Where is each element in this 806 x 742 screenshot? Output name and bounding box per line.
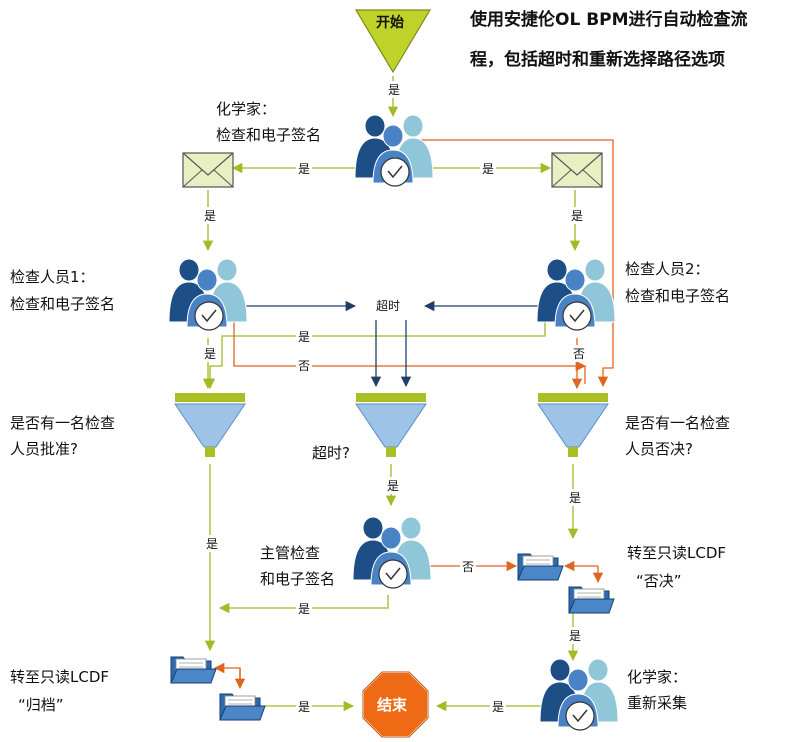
edge-label-yes: 是	[567, 489, 584, 506]
reject-result-l1: 转至只读LCDF	[627, 544, 727, 562]
edge-chemist-to-funnel-rejected	[412, 139, 614, 388]
supervisor-role: 主管检查	[260, 544, 321, 562]
folder-archive-bottom-icon	[219, 693, 266, 721]
folder-reject-bottom-icon	[568, 586, 615, 614]
envelope-right-icon	[551, 152, 603, 188]
end-node	[362, 671, 429, 738]
edge-label-yes: 是	[296, 328, 313, 345]
folder-reject-top-icon	[517, 553, 564, 581]
envelope-left-icon	[182, 152, 234, 188]
reject-result-l2: “否决”	[636, 572, 682, 590]
edge-archive-loop	[213, 662, 241, 680]
start-label: 开始	[376, 15, 404, 31]
edge-label-yes: 是	[386, 81, 403, 98]
decision-approved-l2: 人员批准?	[10, 440, 78, 458]
funnel-timeout-icon	[355, 392, 427, 458]
edge-label-yes: 是	[296, 160, 313, 177]
diagram-title-line1: 使用安捷伦OL BPM进行自动检查流	[470, 10, 748, 30]
edge-label-yes: 是	[385, 477, 402, 494]
edge-label-yes: 是	[296, 698, 313, 715]
reviewer1-role: 检查人员1：	[10, 268, 95, 286]
edge-label-no: 否	[571, 345, 588, 362]
decision-rejected-l1: 是否有一名检查	[625, 414, 731, 432]
edge-label-timeout: 超时	[374, 297, 403, 314]
decision-rejected-l2: 人员否决?	[625, 440, 693, 458]
end-label: 结束	[377, 696, 408, 714]
funnel-approved-icon	[174, 392, 246, 458]
start-node	[354, 9, 432, 74]
chemist-bottom-role: 化学家：	[627, 668, 688, 686]
chemist-bottom-task: 重新采集	[627, 694, 688, 712]
edge-supervisor-yes	[218, 595, 389, 614]
archive-result-l2: “归档”	[18, 696, 64, 714]
edge-label-yes: 是	[480, 160, 497, 177]
edge-reviewer1-no	[233, 320, 587, 372]
edge-label-yes: 是	[569, 207, 586, 224]
chemist-top-role: 化学家：	[216, 100, 277, 118]
reviewer1-task: 检查和电子签名	[10, 295, 116, 313]
edge-label-yes: 是	[202, 207, 219, 224]
reviewer2-role: 检查人员2：	[625, 260, 710, 278]
edge-label-yes: 是	[204, 535, 221, 552]
edge-label-yes: 是	[567, 627, 584, 644]
chemist-top-icon	[354, 114, 434, 187]
decision-approved-l1: 是否有一名检查	[10, 414, 116, 432]
edge-label-yes: 是	[202, 345, 219, 362]
supervisor-icon	[352, 516, 432, 589]
reviewer1-icon	[168, 258, 248, 331]
chemist-top-task: 检查和电子签名	[216, 126, 322, 144]
archive-result-l1: 转至只读LCDF	[10, 668, 110, 686]
edge-label-yes: 是	[490, 698, 507, 715]
diagram-title-line2: 程，包括超时和重新选择路径选项	[470, 50, 725, 70]
reviewer2-task: 检查和电子签名	[625, 287, 731, 305]
supervisor-task: 和电子签名	[260, 570, 336, 588]
reviewer2-icon	[536, 258, 616, 331]
chemist-bottom-icon	[539, 658, 619, 731]
edge-label-yes: 是	[296, 600, 313, 617]
decision-timeout: 超时?	[312, 444, 350, 462]
funnel-rejected-icon	[537, 392, 609, 458]
edge-label-no: 否	[296, 357, 313, 374]
edge-label-no: 否	[460, 558, 477, 575]
edge-reviewer2-yes	[204, 318, 546, 390]
folder-archive-top-icon	[170, 656, 217, 684]
